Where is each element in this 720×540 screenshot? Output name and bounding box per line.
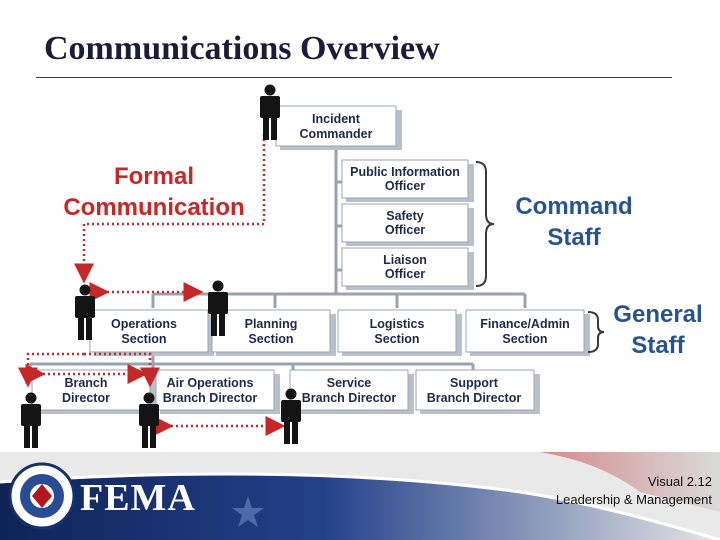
support-branch-director-box: Support Branch Director <box>415 369 540 414</box>
air-ops-label-1: Air Operations <box>167 376 254 390</box>
public-information-officer-box: Public Information Officer <box>341 159 474 202</box>
fema-logo-text: FEMA <box>80 477 196 519</box>
support-label-1: Support <box>450 376 499 390</box>
planning-label-1: Planning <box>245 317 298 331</box>
formal-label-2: Communication <box>63 194 244 221</box>
general-staff-label-2: Staff <box>631 332 685 359</box>
air-ops-label-2: Branch Director <box>163 391 258 405</box>
command-staff-brace <box>475 161 495 287</box>
incident-commander-box: Incident Commander <box>275 105 402 150</box>
incident-commander-label-2: Commander <box>300 127 373 141</box>
footer-banner: FEMA Visual 2.12 Leadership & Management <box>0 452 720 540</box>
command-staff-label-1: Command <box>515 193 632 220</box>
liaison-officer-box: Liaison Officer <box>341 247 474 290</box>
course-name: Leadership & Management <box>555 492 712 507</box>
title-divider <box>36 77 672 78</box>
safety-officer-box: Safety Officer <box>341 203 474 246</box>
footer-graphic <box>0 452 720 540</box>
finance-admin-section-box: Finance/Admin Section <box>465 309 590 356</box>
liaison-label-2: Officer <box>385 267 425 281</box>
public-info-label-1: Public Information <box>350 165 460 179</box>
logistics-section-box: Logistics Section <box>337 309 462 356</box>
liaison-label-1: Liaison <box>383 253 427 267</box>
branch-label-1: Branch <box>64 376 107 390</box>
safety-label-2: Officer <box>385 223 425 237</box>
finance-label-2: Section <box>502 332 547 346</box>
operations-section-box: Operations Section <box>89 309 214 356</box>
safety-label-1: Safety <box>386 209 424 223</box>
logistics-label-1: Logistics <box>370 317 425 331</box>
public-info-label-2: Officer <box>385 179 425 193</box>
person-icon <box>75 284 95 340</box>
finance-label-1: Finance/Admin <box>480 317 570 331</box>
planning-label-2: Section <box>248 332 293 346</box>
logistics-label-2: Section <box>374 332 419 346</box>
dhs-seal-icon <box>8 462 76 530</box>
star-icon <box>232 496 264 527</box>
page-title: Communications Overview <box>44 30 440 67</box>
service-label-2: Branch Director <box>302 391 397 405</box>
incident-commander-label-1: Incident <box>312 112 361 126</box>
planning-section-box: Planning Section <box>211 309 336 356</box>
formal-communication-arrows <box>18 134 286 436</box>
org-chart-diagram: Incident Commander Public Information Of… <box>10 84 710 449</box>
general-staff-brace <box>587 311 605 353</box>
general-staff-label-1: General <box>613 301 702 328</box>
air-operations-branch-director-box: Air Operations Branch Director <box>155 369 280 414</box>
support-label-2: Branch Director <box>427 391 522 405</box>
operations-label-1: Operations <box>111 317 177 331</box>
command-staff-label-2: Staff <box>547 224 601 251</box>
org-chart-svg: Incident Commander Public Information Of… <box>18 84 703 448</box>
person-icon <box>260 84 280 140</box>
branch-director-box: Branch Director <box>31 369 156 414</box>
service-branch-director-box: Service Branch Director <box>289 369 414 414</box>
service-label-1: Service <box>327 376 372 390</box>
operations-label-2: Section <box>121 332 166 346</box>
branch-label-2: Director <box>62 391 110 405</box>
formal-label-1: Formal <box>114 163 194 190</box>
visual-number: Visual 2.12 <box>647 474 712 489</box>
